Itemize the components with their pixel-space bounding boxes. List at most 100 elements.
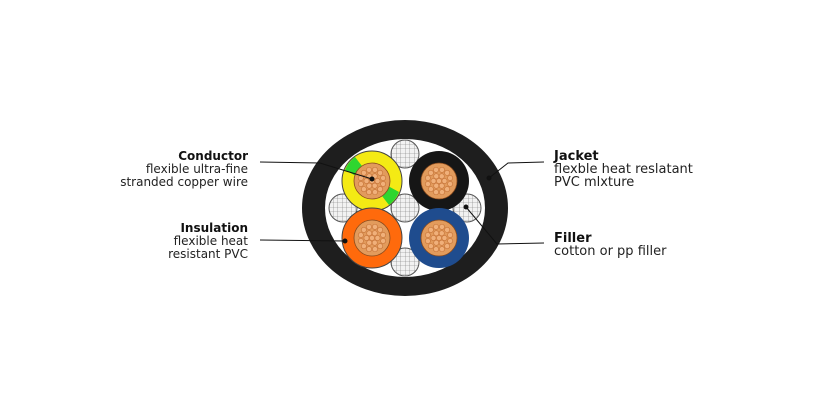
copper-strand [371, 239, 378, 246]
copper-strand [380, 238, 387, 244]
core-black [409, 151, 469, 211]
copper-strand [366, 246, 372, 253]
copper-strand [441, 235, 448, 241]
copper-strand [447, 175, 454, 181]
copper-strand [424, 181, 431, 187]
copper-strand [374, 178, 381, 184]
copper-strand [360, 243, 367, 250]
copper-strand [439, 223, 445, 230]
copper-strand [444, 243, 451, 250]
filler-bottom [390, 247, 420, 277]
copper-strand [366, 182, 373, 189]
copper-strand [377, 186, 384, 193]
copper-strand [357, 232, 364, 238]
copper-strand [371, 230, 378, 237]
jacket-title: Jacket [554, 149, 599, 164]
conductor-title: Conductor [178, 149, 248, 163]
jacket-label: Jacket flexble heat reslatant PVC mlxtur… [554, 150, 693, 189]
filler-label: Filler cotton or pp filler [554, 232, 666, 258]
copper-strand [447, 232, 454, 238]
core-yellow-green [341, 150, 403, 212]
leader-jacket [488, 161, 545, 179]
copper-strand [433, 182, 440, 189]
copper-strand [366, 239, 373, 246]
copper-strand [433, 246, 439, 253]
copper-strand [424, 232, 431, 238]
leader-filler [465, 206, 545, 245]
copper-strand [372, 189, 378, 196]
copper-strand [436, 235, 442, 241]
copper-strand [439, 189, 445, 196]
filler-desc-1: cotton or pp filler [554, 244, 667, 259]
copper-strand [433, 223, 439, 230]
copper-strand [444, 169, 451, 176]
copper-strand [380, 175, 387, 181]
copper-strand [366, 189, 372, 196]
copper-strand [377, 243, 384, 250]
copper-strand [438, 182, 445, 189]
filler-center [390, 193, 420, 223]
insulation-title: Insulation [180, 221, 248, 235]
copper-strand [447, 181, 454, 187]
copper-strand [357, 238, 364, 244]
copper-strand [371, 182, 378, 189]
copper-strand [436, 178, 442, 184]
copper-strand [360, 226, 367, 233]
copper-strand [360, 169, 367, 176]
copper-strand [433, 230, 440, 237]
copper-strand [433, 189, 439, 196]
fillers [328, 139, 482, 277]
core-blue [409, 208, 469, 268]
copper-strand [424, 238, 431, 244]
copper-strand [430, 235, 437, 241]
copper-strand [441, 178, 448, 184]
leader-insulation [259, 239, 346, 242]
copper-strand [360, 186, 367, 193]
leader-lines [259, 161, 545, 245]
copper-strand [430, 178, 437, 184]
copper-strand [366, 166, 372, 173]
copper-strand [427, 226, 434, 233]
insulation-label: Insulation flexible heat resistant PVC [98, 222, 248, 261]
conductor-desc-1: flexible ultra-fine [145, 162, 248, 176]
insulation-desc-1: flexible heat [173, 234, 248, 248]
copper-strand [438, 173, 445, 180]
conductor-label: Conductor flexible ultra-fine stranded c… [98, 150, 248, 189]
jacket-desc-2: PVC mlxture [554, 175, 635, 190]
copper-strand [427, 169, 434, 176]
conductor-desc-2: stranded copper wire [120, 175, 248, 189]
copper-strand [366, 230, 373, 237]
copper-strand [372, 223, 378, 230]
copper-strand [433, 166, 439, 173]
jacket-desc-1: flexble heat reslatant [554, 162, 693, 177]
copper-strand [424, 175, 431, 181]
copper-strand [380, 181, 387, 187]
copper-strand [444, 186, 451, 193]
copper-strand [438, 230, 445, 237]
leader-conductor [259, 161, 373, 180]
copper-strand [363, 178, 370, 184]
insulation-desc-2: resistant PVC [168, 247, 248, 261]
copper-strand [366, 223, 372, 230]
copper-strand [357, 181, 364, 187]
copper-strand [372, 166, 378, 173]
copper-strand [369, 235, 375, 241]
copper-strand [444, 226, 451, 233]
copper-strand [427, 186, 434, 193]
copper-strand [380, 232, 387, 238]
filler-top [390, 139, 420, 169]
copper-strand [374, 235, 381, 241]
copper-strand [447, 238, 454, 244]
copper-strand [433, 239, 440, 246]
copper-strand [377, 169, 384, 176]
copper-strand [377, 226, 384, 233]
core-orange [341, 207, 403, 269]
copper-strand [439, 166, 445, 173]
copper-strand [438, 239, 445, 246]
copper-strand [427, 243, 434, 250]
copper-strand [363, 235, 370, 241]
copper-strand [433, 173, 440, 180]
filler-title: Filler [554, 231, 592, 246]
copper-strand [439, 246, 445, 253]
